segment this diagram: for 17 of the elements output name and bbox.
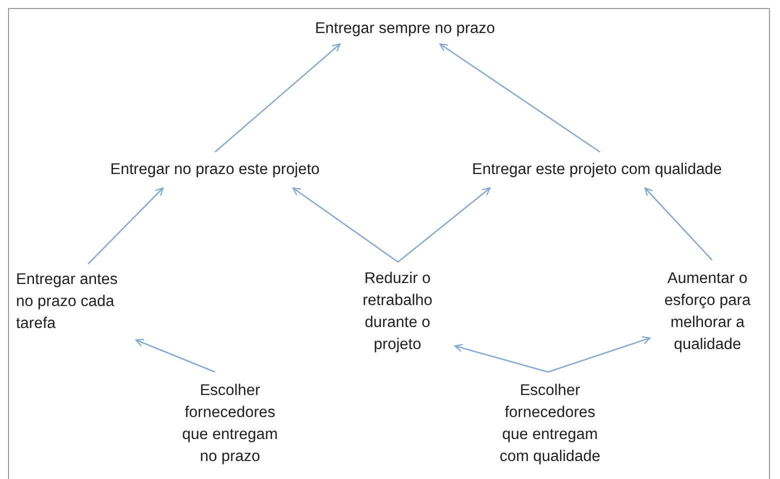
goal-text: Entregar no prazo este projeto [110,160,320,180]
goal-text: Entregar antes no prazo cada tarefa [16,270,119,334]
arrow [548,336,651,373]
arrow [292,187,398,263]
arrow [135,338,216,373]
goal-text: Reduzir o retrabalho durante o projeto [362,269,434,355]
goal-text: Entregar este projeto com qualidade [472,160,722,180]
arrow [398,187,491,262]
arrow [439,43,600,153]
arrow [214,43,341,152]
goal-text: Escolher fornecedores que entregam no prazo [181,381,279,467]
arrow [88,187,164,264]
arrow [644,187,712,260]
arrow [454,344,548,373]
goal-text: Escolher fornecedores que entregam com qualidade [498,381,602,467]
goal-text: Aumentar o esforço para melhorar a qualidade [663,269,752,355]
goal-text: Entregar sempre no prazo [314,19,496,39]
